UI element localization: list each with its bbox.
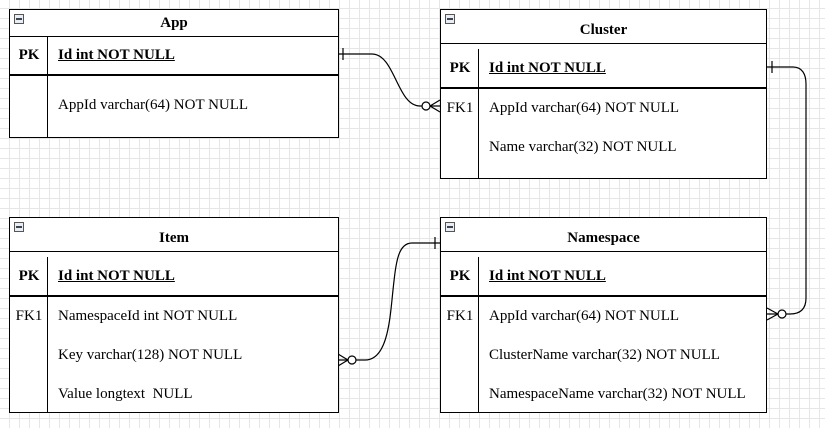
fields-section: FK1 AppId varchar(64) NOT NULL Name varc… bbox=[441, 89, 766, 178]
pk-label: PK bbox=[18, 268, 40, 284]
field-row: Value longtext NULL bbox=[58, 386, 193, 402]
key-column bbox=[10, 36, 48, 74]
primary-key-row: PK Id int NOT NULL bbox=[10, 257, 338, 297]
key-column bbox=[441, 89, 479, 178]
field-row: Key varchar(128) NOT NULL bbox=[58, 347, 243, 363]
primary-key-row: PK Id int NOT NULL bbox=[10, 36, 338, 76]
pk-field: Id int NOT NULL bbox=[489, 268, 606, 284]
relationship-cluster-namespace bbox=[767, 66, 807, 315]
zero-marker-cluster bbox=[421, 101, 431, 111]
collapse-toggle-icon[interactable] bbox=[14, 14, 24, 24]
entity-title: Item bbox=[10, 225, 338, 252]
many-marker-cluster-a bbox=[429, 99, 441, 107]
primary-key-row: PK Id int NOT NULL bbox=[441, 49, 766, 89]
many-marker-namespace-b bbox=[766, 313, 779, 321]
field-row: AppId varchar(64) NOT NULL bbox=[58, 97, 249, 113]
key-column bbox=[10, 76, 48, 137]
zero-marker-namespace bbox=[777, 309, 787, 319]
zero-marker-item bbox=[347, 355, 357, 365]
pk-field: Id int NOT NULL bbox=[489, 60, 606, 76]
field-row: AppId varchar(64) NOT NULL bbox=[489, 100, 680, 116]
key-column bbox=[10, 257, 48, 295]
many-marker-cluster-b bbox=[429, 105, 441, 113]
entity-title: Cluster bbox=[441, 17, 766, 44]
field-row: Name varchar(32) NOT NULL bbox=[489, 139, 677, 155]
field-row: NamespaceId int NOT NULL bbox=[58, 308, 238, 324]
fk-label: FK1 bbox=[446, 308, 474, 324]
key-column bbox=[441, 297, 479, 412]
pk-label: PK bbox=[449, 268, 471, 284]
relationship-namespace-item bbox=[338, 242, 440, 361]
many-marker-item-a bbox=[337, 353, 349, 361]
key-column bbox=[441, 257, 479, 295]
entity-namespace[interactable]: Namespace PK Id int NOT NULL FK1 AppId v… bbox=[440, 217, 767, 413]
collapse-toggle-icon[interactable] bbox=[14, 222, 24, 232]
collapse-toggle-icon[interactable] bbox=[445, 14, 455, 24]
pk-label: PK bbox=[449, 60, 471, 76]
field-row: ClusterName varchar(32) NOT NULL bbox=[489, 347, 720, 363]
fields-section: AppId varchar(64) NOT NULL bbox=[10, 76, 338, 137]
entity-title: Namespace bbox=[441, 225, 766, 252]
entity-cluster[interactable]: Cluster PK Id int NOT NULL FK1 AppId var… bbox=[440, 9, 767, 179]
field-row: AppId varchar(64) NOT NULL bbox=[489, 308, 680, 324]
fields-section: FK1 NamespaceId int NOT NULL Key varchar… bbox=[10, 297, 338, 412]
collapse-toggle-icon[interactable] bbox=[445, 222, 455, 232]
fk-label: FK1 bbox=[15, 308, 43, 324]
relationship-app-cluster bbox=[338, 53, 440, 107]
fk-label: FK1 bbox=[446, 100, 474, 116]
key-column bbox=[441, 49, 479, 87]
field-row: NamespaceName varchar(32) NOT NULL bbox=[489, 386, 746, 402]
pk-label: PK bbox=[18, 47, 40, 63]
pk-field: Id int NOT NULL bbox=[58, 268, 175, 284]
entity-title: App bbox=[10, 10, 338, 37]
key-column bbox=[10, 297, 48, 412]
entity-app[interactable]: App PK Id int NOT NULL AppId varchar(64)… bbox=[9, 9, 339, 138]
fields-section: FK1 AppId varchar(64) NOT NULL ClusterNa… bbox=[441, 297, 766, 412]
primary-key-row: PK Id int NOT NULL bbox=[441, 257, 766, 297]
many-marker-item-b bbox=[337, 359, 349, 367]
entity-item[interactable]: Item PK Id int NOT NULL FK1 NamespaceId … bbox=[9, 217, 339, 413]
many-marker-namespace-a bbox=[766, 307, 779, 315]
pk-field: Id int NOT NULL bbox=[58, 47, 175, 63]
